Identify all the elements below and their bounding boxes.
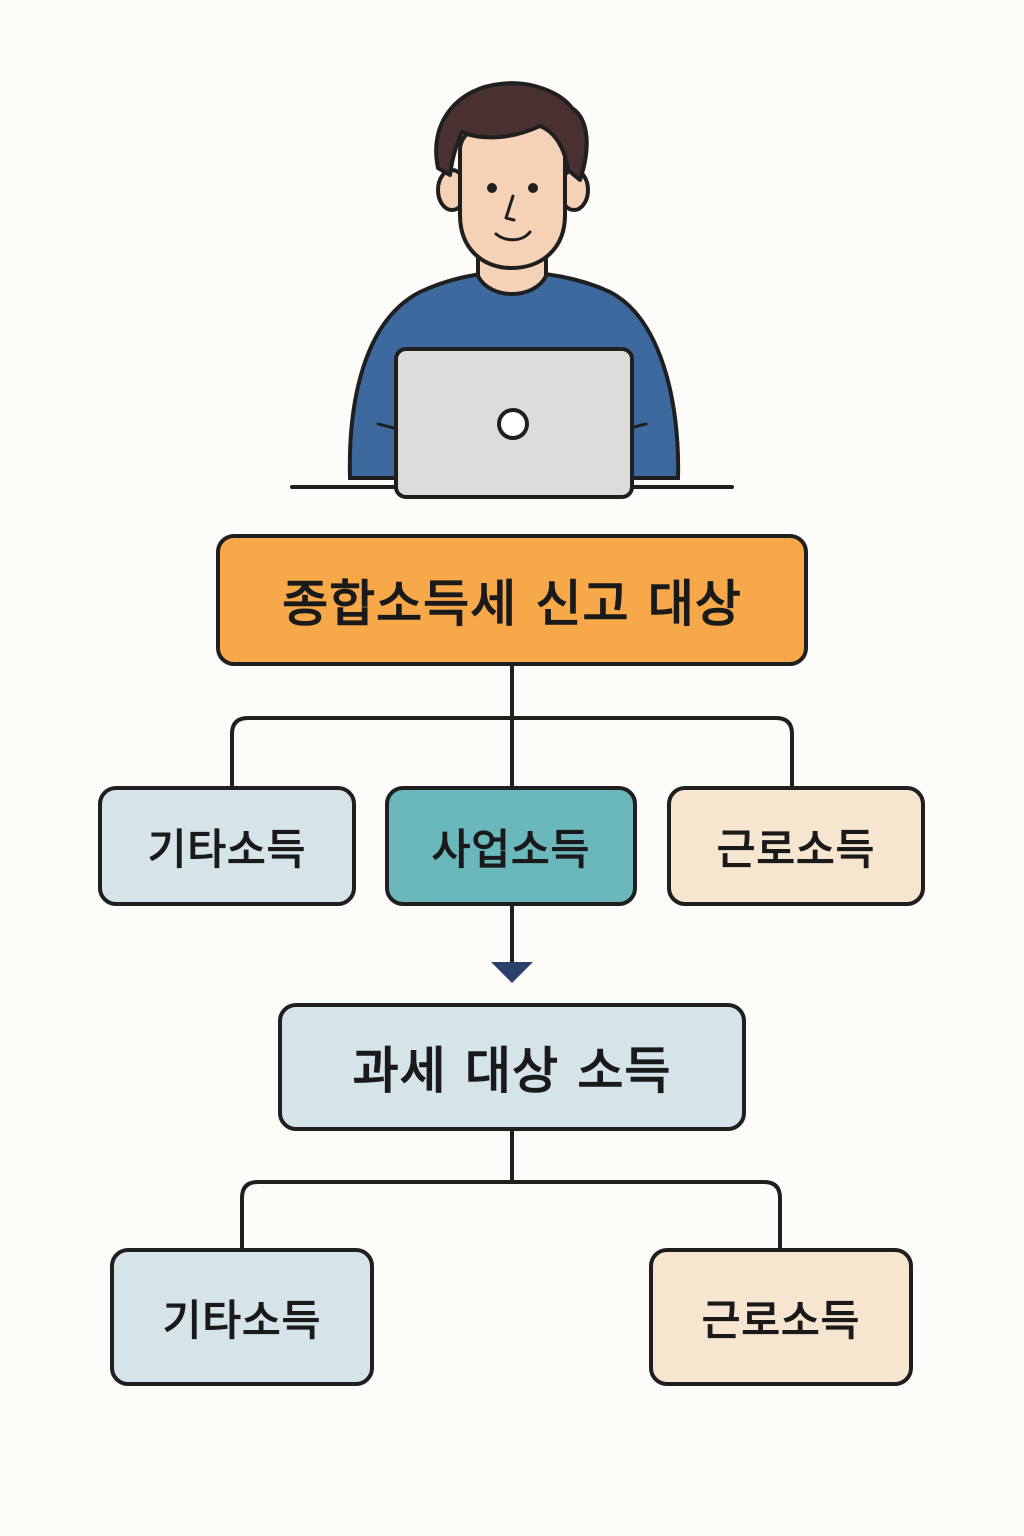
right-eye <box>528 183 538 193</box>
level1-other-income-box: 기타소득 <box>98 786 356 906</box>
left-eye <box>487 183 497 193</box>
down-arrow-icon <box>491 962 533 983</box>
level2-earned-income-box: 근로소득 <box>649 1248 913 1386</box>
level1-earned-income-box: 근로소득 <box>667 786 925 906</box>
connector-lines <box>230 666 794 1248</box>
smile-line <box>494 230 532 242</box>
level1-business-income-box: 사업소득 <box>385 786 637 906</box>
taxable-income-box: 과세 대상 소득 <box>278 1003 746 1131</box>
root-node-box: 종합소득세 신고 대상 <box>216 534 808 666</box>
laptop-logo <box>497 408 529 440</box>
level2-other-income-box: 기타소득 <box>110 1248 374 1386</box>
hair-shape <box>434 81 589 182</box>
face-shape <box>458 118 567 271</box>
nose-line <box>504 194 516 222</box>
